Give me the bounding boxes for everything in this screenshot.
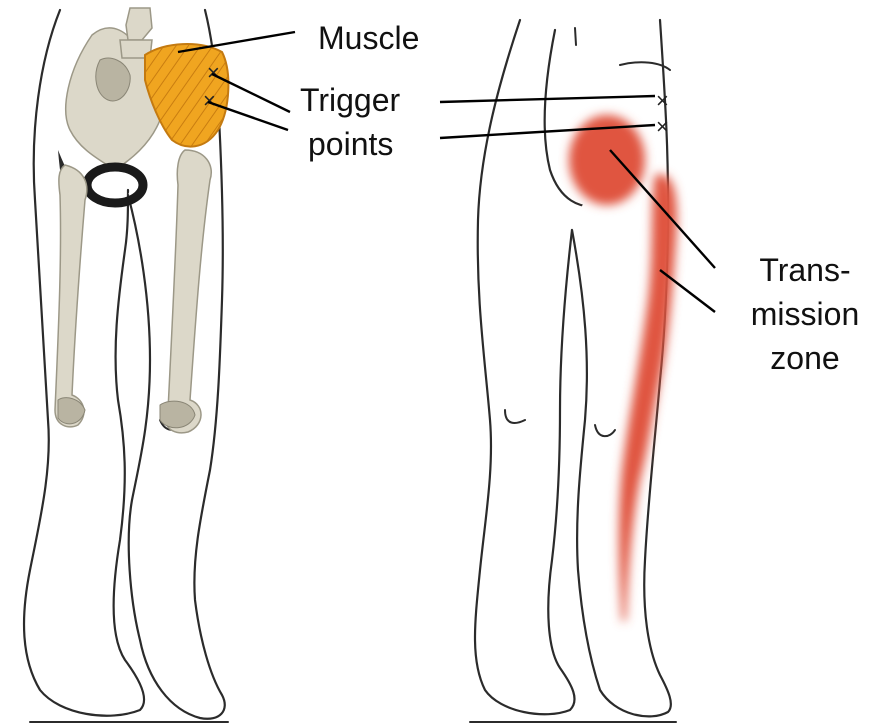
- trigger-point-marker: ×: [203, 88, 216, 113]
- trigger-point-marker: ×: [207, 60, 220, 85]
- trigger-point-marker: ×: [656, 114, 669, 139]
- zone-label-line1: Trans-: [740, 252, 870, 290]
- spine-bone: [126, 8, 152, 40]
- zone-label-line3: zone: [740, 340, 870, 378]
- trigger-point-marker: ×: [656, 88, 669, 113]
- left-figure: × ×: [24, 8, 228, 722]
- trigger-label-line1: Trigger: [300, 82, 400, 120]
- muscle-label: Muscle: [318, 20, 419, 58]
- zone-label-line2: mission: [740, 296, 870, 334]
- trigger-label-line2: points: [308, 126, 393, 164]
